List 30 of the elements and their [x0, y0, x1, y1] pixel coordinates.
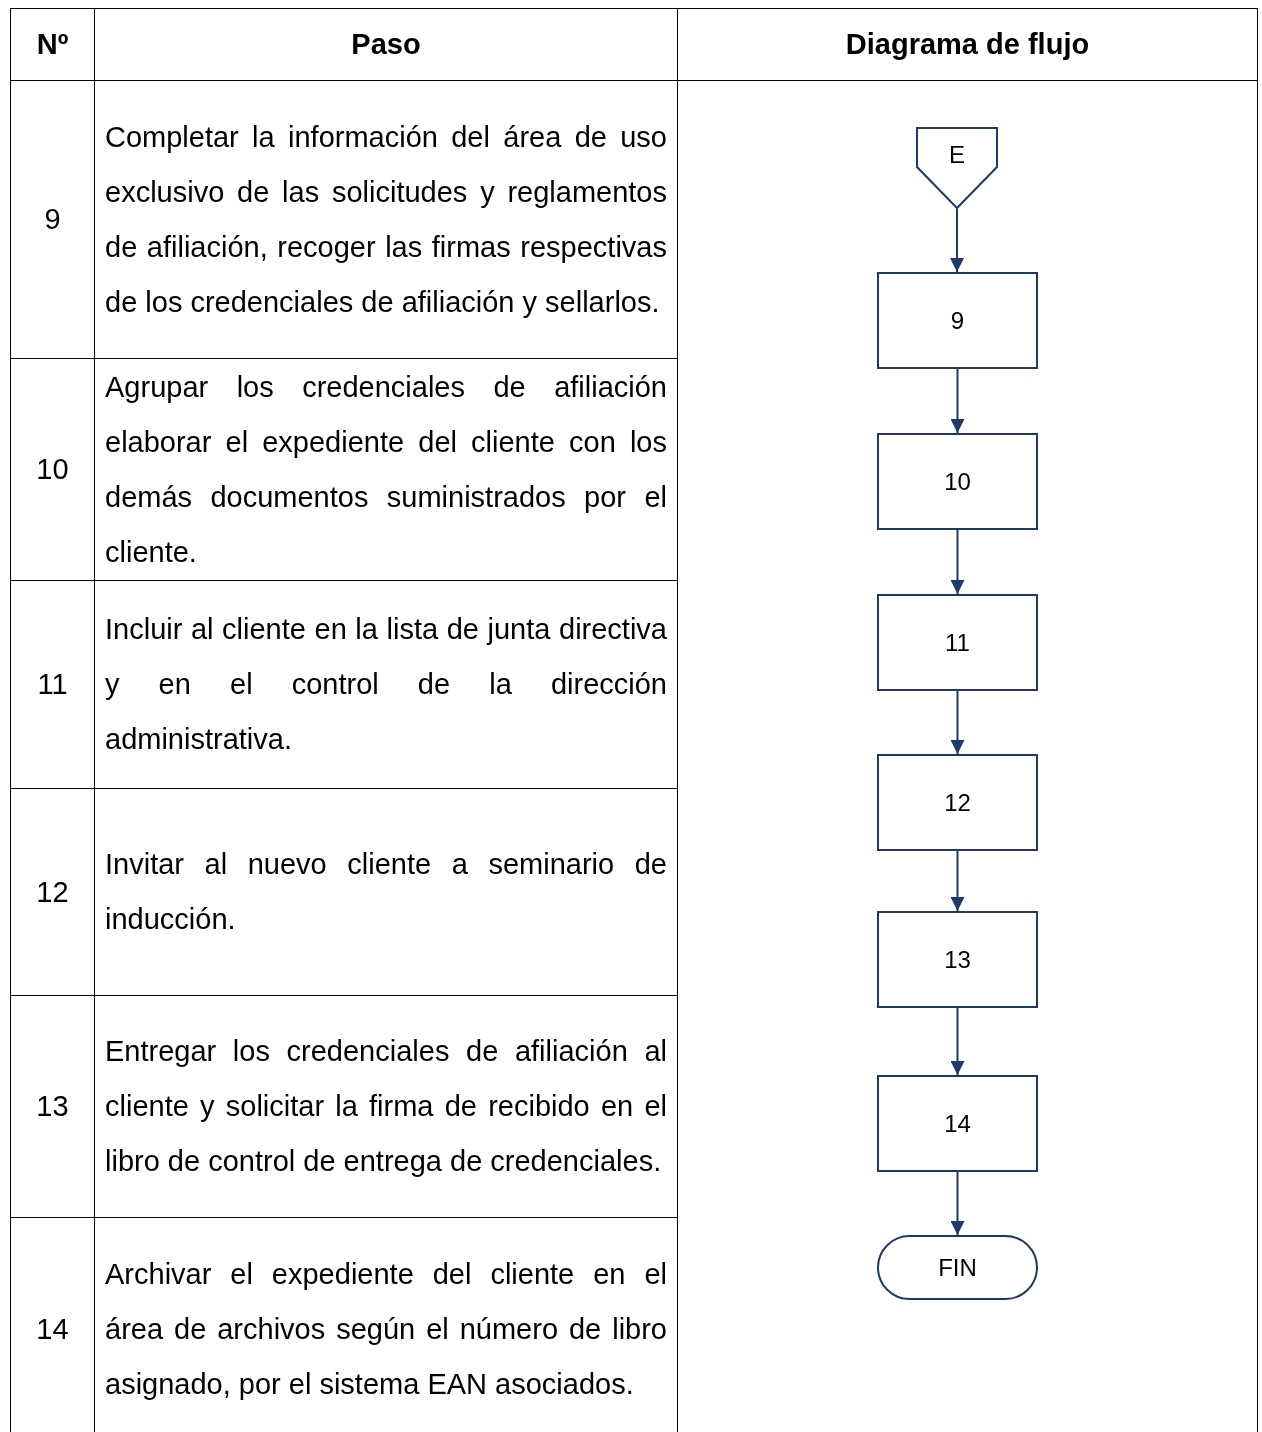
step-number: 12: [35, 875, 70, 909]
column-header: Nº: [35, 28, 70, 61]
step-description: Agrupar los credenciales de afiliación elaborar el expediente del cliente con los demás documentos suministrados por el cliente.: [104, 369, 668, 570]
process-box: 13: [877, 911, 1038, 1008]
step-description: Entregar los credenciales de afiliación al cliente y solicitar la firma de recibido en el libro de control de entrega de credenciales.: [104, 1034, 668, 1179]
process-box: 14: [877, 1075, 1038, 1172]
arrow: [950, 208, 964, 273]
arrow: [950, 850, 965, 912]
terminator: FIN: [877, 1235, 1038, 1300]
step-description: Completar la información del área de uso exclusivo de las solicitudes y reglamentos de afiliación, recoger las firmas respectivas de los credenciales de afiliación y sellarlos.: [104, 119, 668, 320]
step-number: 14: [35, 1312, 70, 1346]
step-description: Invitar al nuevo cliente a seminario de inducción.: [104, 847, 668, 937]
step-number: 9: [43, 203, 62, 236]
arrow: [950, 368, 965, 434]
column-header: Diagrama de flujo: [844, 28, 1091, 61]
off-page-connector: E: [916, 127, 998, 209]
process-box: 12: [877, 754, 1038, 851]
process-box: 9: [877, 272, 1038, 369]
arrow: [950, 529, 965, 595]
step-number: 10: [35, 453, 70, 486]
arrow: [950, 1171, 965, 1236]
arrow: [950, 690, 965, 755]
step-description: Archivar el expediente del cliente en el área de archivos según el número de libro asignado, por el sistema EAN asociados.: [104, 1256, 668, 1402]
process-box: 10: [877, 433, 1038, 530]
arrow: [950, 1007, 965, 1076]
step-number: 11: [36, 668, 69, 701]
column-header: Paso: [350, 28, 422, 61]
step-number: 13: [35, 1090, 70, 1123]
process-box: 11: [877, 594, 1038, 691]
step-description: Incluir al cliente en la lista de junta directiva y en el control de la dirección administrativa.: [104, 612, 668, 757]
